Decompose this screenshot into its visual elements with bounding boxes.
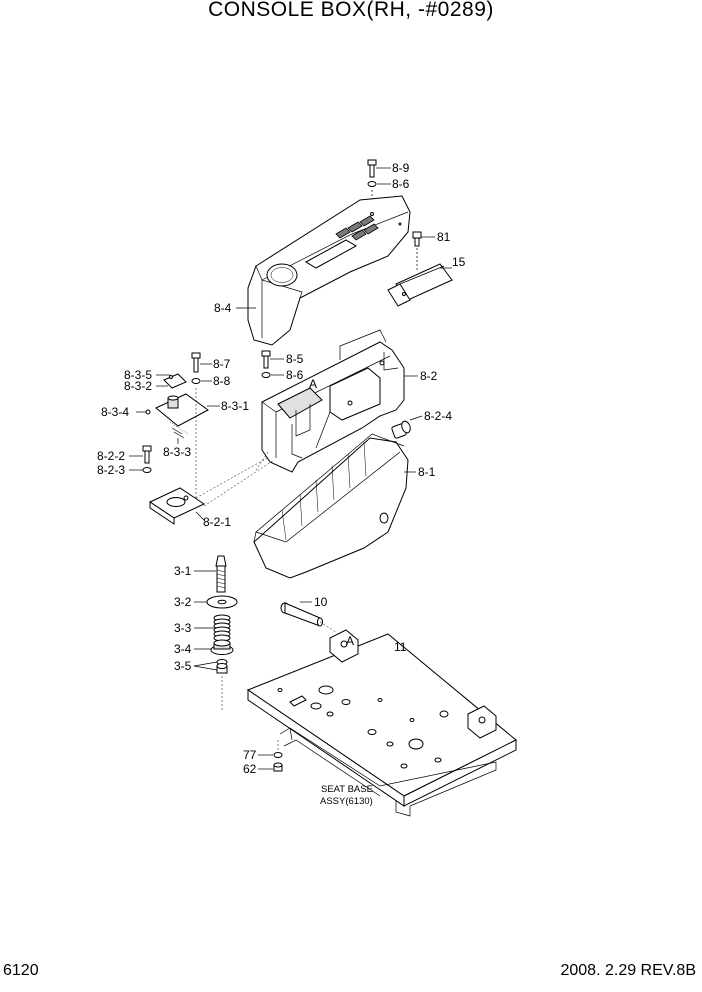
bracket-15 xyxy=(387,263,453,307)
washer-8-6-top xyxy=(367,181,377,187)
label-8-2: 8-2 xyxy=(420,369,438,383)
label-15: 15 xyxy=(452,255,466,269)
label-8-2-2: 8-2-2 xyxy=(97,449,125,463)
label-8-3-1: 8-3-1 xyxy=(221,399,249,413)
label-62: 62 xyxy=(243,762,257,776)
label-8-3-3: 8-3-3 xyxy=(163,445,191,459)
switch-assembly-8-3 xyxy=(145,373,209,439)
seat-base-plate xyxy=(246,629,517,817)
label-8-3-2: 8-3-2 xyxy=(124,379,152,393)
label-77: 77 xyxy=(243,748,257,762)
page-number: 6120 xyxy=(3,962,39,979)
bolt-8-2-2 xyxy=(142,445,152,464)
page-title: CONSOLE BOX(RH, -#0289) xyxy=(208,0,494,21)
label-3-3: 3-3 xyxy=(174,621,192,635)
washer-77 xyxy=(273,752,283,758)
mount-3-4 xyxy=(210,639,234,655)
bolt-8-9 xyxy=(367,159,377,178)
label-10: 10 xyxy=(314,595,328,609)
label-8-8: 8-8 xyxy=(213,374,231,388)
label-3-4: 3-4 xyxy=(174,642,192,656)
nut-62 xyxy=(273,762,283,772)
bracket-8-2-1 xyxy=(148,487,206,525)
revision-date: 2008. 2.29 REV.8B xyxy=(560,962,696,979)
washer-8-8 xyxy=(191,378,201,384)
label-8-3-4: 8-3-4 xyxy=(101,405,129,419)
nuts-3-5 xyxy=(216,659,228,674)
console-box-8-1 xyxy=(253,433,409,579)
label-3-1: 3-1 xyxy=(174,564,192,578)
label-ref-a-lower: A xyxy=(346,634,354,648)
label-8-2-3: 8-2-3 xyxy=(97,463,125,477)
label-8-6-top: 8-6 xyxy=(392,177,410,191)
label-8-2-4: 8-2-4 xyxy=(424,409,452,423)
console-frame-8-2 xyxy=(261,329,405,473)
seat-base-note-line2: ASSY(6130) xyxy=(320,796,373,807)
bolt-8-7 xyxy=(191,352,201,373)
switch-panel xyxy=(335,215,379,241)
washer-3-2 xyxy=(206,595,238,609)
spring-3-3 xyxy=(213,614,231,642)
label-8-1: 8-1 xyxy=(418,465,436,479)
label-8-5: 8-5 xyxy=(286,352,304,366)
label-8-3-5: 8-3-5 xyxy=(124,368,152,382)
screw-81 xyxy=(412,231,422,247)
label-ref-a-upper: A xyxy=(309,377,317,391)
label-8-9: 8-9 xyxy=(392,161,410,175)
washer-8-6-mid xyxy=(261,372,271,378)
interior-ribs xyxy=(281,441,367,541)
label-8-2-1: 8-2-1 xyxy=(203,515,231,529)
label-81: 81 xyxy=(437,230,451,244)
washer-8-2-3 xyxy=(142,467,152,473)
label-3-2: 3-2 xyxy=(174,595,192,609)
seat-base-note-line1: SEAT BASE xyxy=(321,784,373,795)
bolt-3-1 xyxy=(215,555,227,593)
label-11: 11 xyxy=(394,640,407,654)
bolt-8-5 xyxy=(261,350,271,369)
label-8-4: 8-4 xyxy=(214,301,232,315)
console-cover-8-4 xyxy=(247,195,411,346)
bushing-8-2-4 xyxy=(391,420,411,439)
pin-10 xyxy=(280,602,323,627)
label-8-6-mid: 8-6 xyxy=(286,368,304,382)
label-8-7: 8-7 xyxy=(213,357,231,371)
label-3-5: 3-5 xyxy=(174,659,192,673)
